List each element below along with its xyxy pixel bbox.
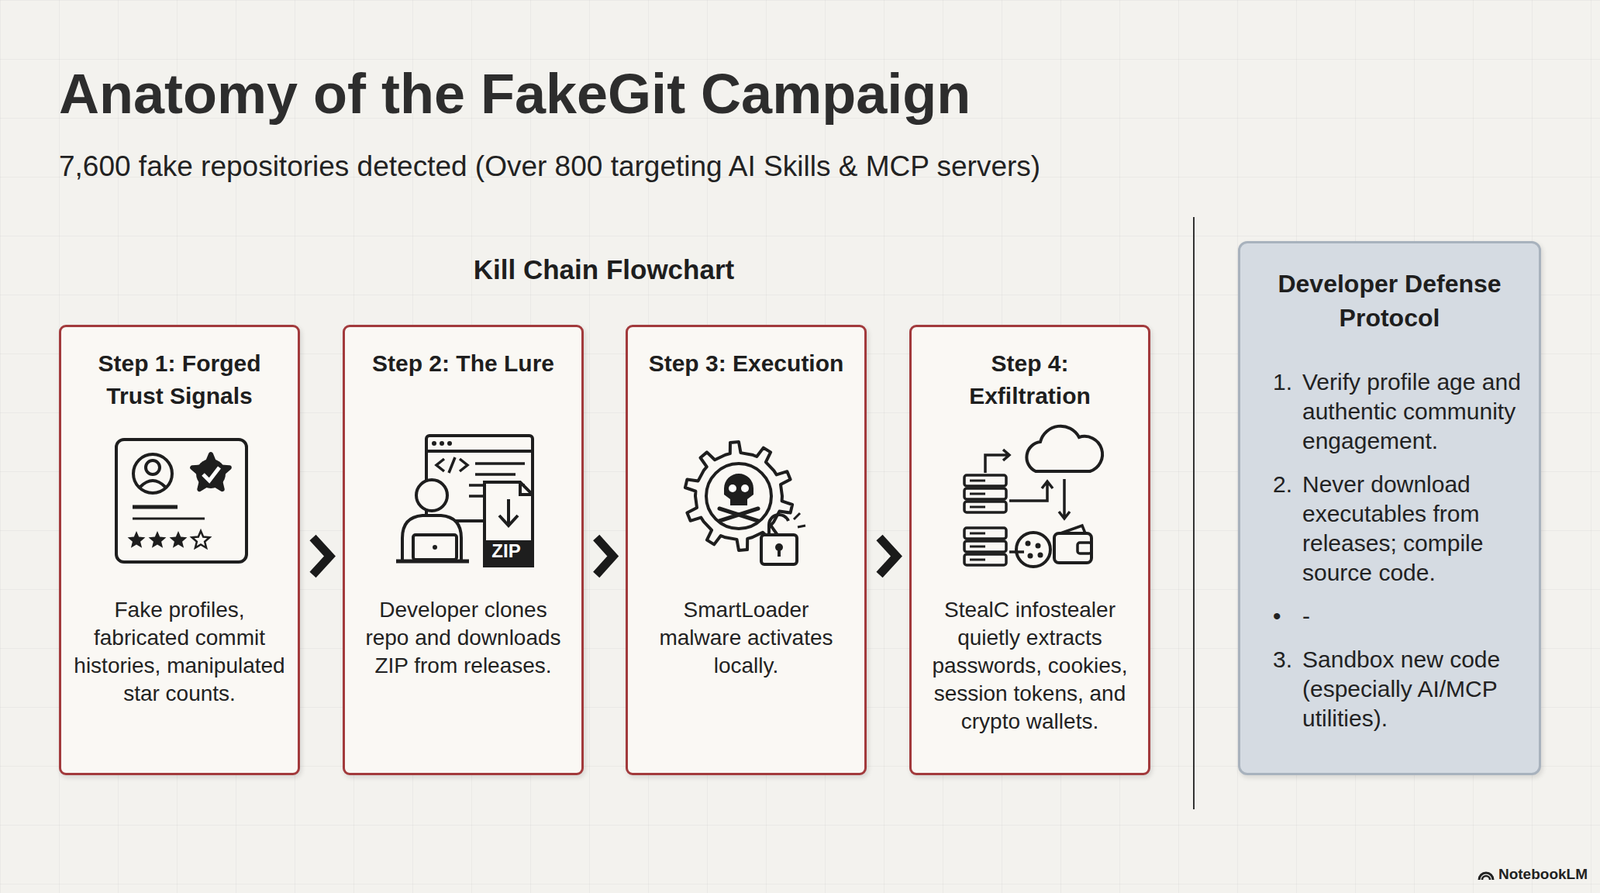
step-heading: Step 3: Execution [627, 347, 865, 380]
list-marker: 3. [1272, 644, 1303, 675]
list-text: Never download executables from releases… [1302, 469, 1527, 588]
list-marker: 2. [1272, 469, 1303, 500]
step-heading: Step 2: The Lure [344, 347, 582, 380]
protocol-item: 1.Verify profile age and authentic commu… [1240, 367, 1539, 456]
section-heading: Kill Chain Flowchart [473, 254, 735, 286]
chevron-arrow [596, 537, 614, 576]
step-description: Fake profiles, fabricated commit histori… [61, 596, 298, 708]
panel-heading: Developer Defense Protocol [1240, 243, 1539, 335]
step-description: Developer clones repo and downloads ZIP … [344, 596, 582, 680]
list-marker: 1. [1272, 367, 1303, 397]
protocol-item: 3.Sandbox new code (especially AI/MCP ut… [1240, 644, 1539, 734]
protocol-item: •- [1240, 601, 1539, 632]
divider-line [1193, 217, 1195, 810]
title: Anatomy of the FakeGit Campaign [58, 62, 1600, 126]
step-heading: Step 1: Forged Trust Signals [61, 347, 298, 413]
step-box: Step 1: Forged Trust SignalsFake profile… [58, 324, 300, 776]
list-text: - [1302, 601, 1527, 632]
chevron-arrow [879, 537, 897, 576]
step-description: SmartLoader malware activates locally. [627, 596, 865, 680]
logo-icon [1479, 872, 1494, 880]
list-marker: • [1272, 601, 1303, 632]
subtitle: 7,600 fake repositories detected (Over 8… [58, 150, 1041, 183]
zip-badge-text: ZIP [482, 537, 531, 564]
list-text: Verify profile age and authentic communi… [1302, 367, 1527, 456]
watermark: NotebookLM [1498, 865, 1588, 883]
step-box: Step 3: ExecutionSmartLoader malware act… [625, 324, 867, 776]
protocol-list: 1.Verify profile age and authentic commu… [1240, 367, 1539, 748]
step-box: Step 4: ExfiltrationStealC infostealer q… [909, 324, 1151, 776]
step-box: Step 2: The LureDeveloper clones repo an… [342, 324, 584, 776]
step-heading: Step 4: Exfiltration [911, 347, 1149, 413]
list-text: Sandbox new code (especially AI/MCP util… [1302, 644, 1527, 734]
defense-panel: Developer Defense Protocol 1.Verify profi… [1237, 241, 1542, 776]
protocol-item: 2.Never download executables from releas… [1240, 469, 1539, 588]
chevron-arrow [313, 537, 331, 576]
step-description: StealC infostealer quietly extracts pass… [911, 596, 1149, 736]
